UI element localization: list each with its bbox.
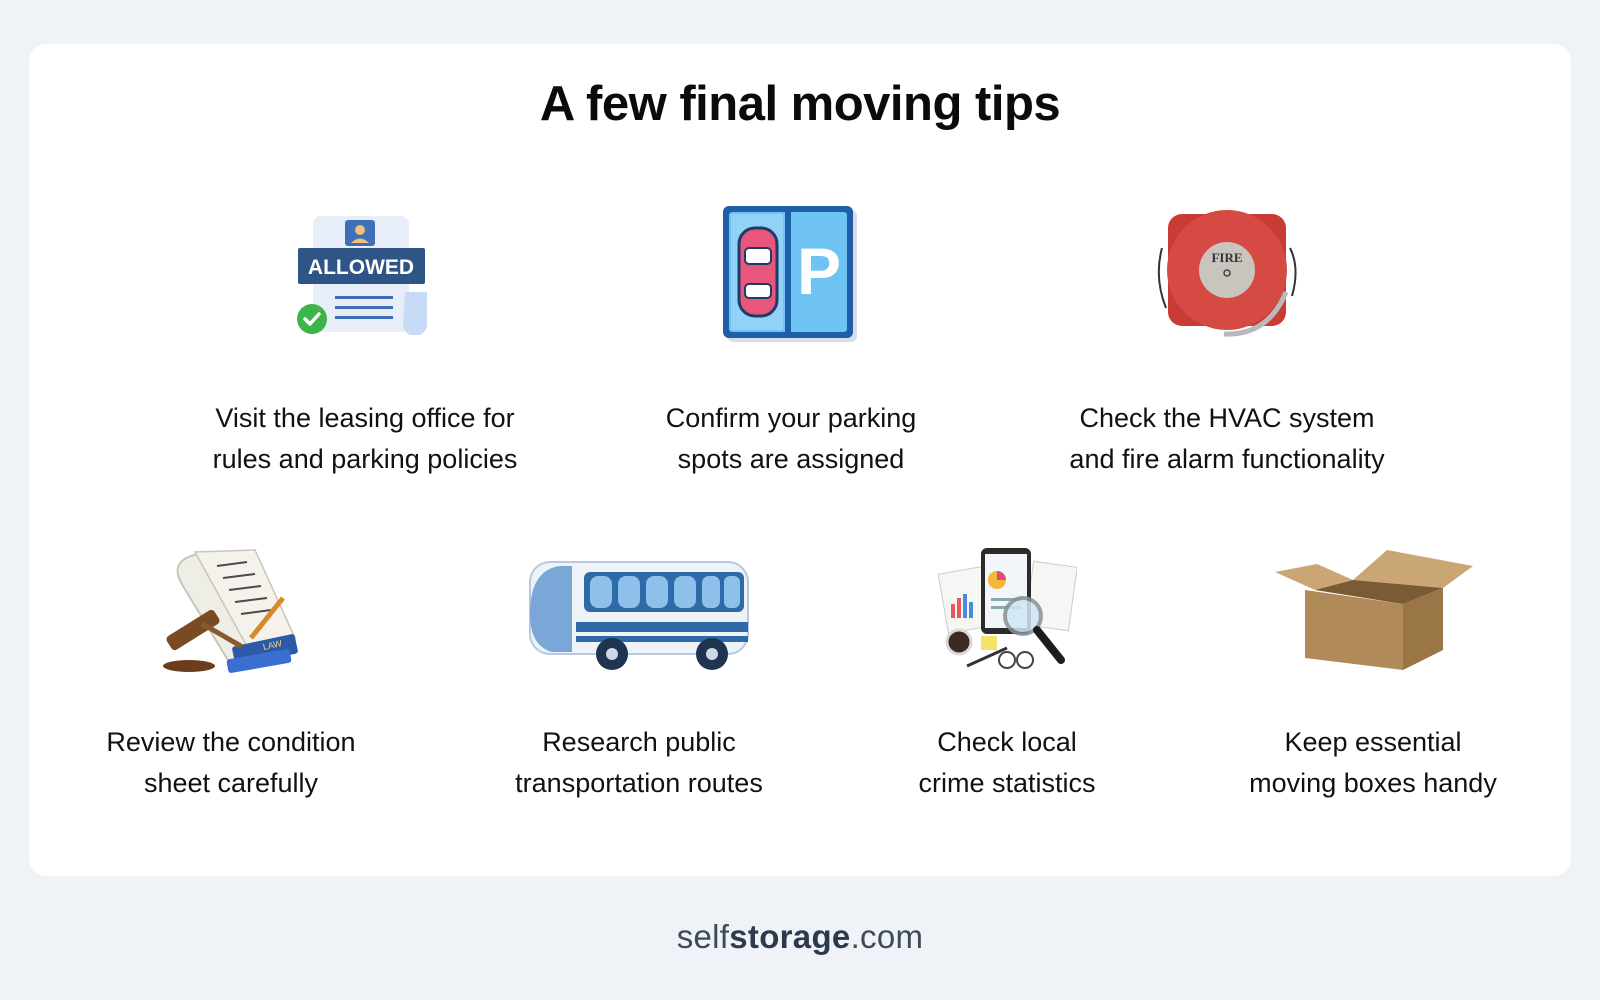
parking-sign-icon: P [721, 206, 861, 346]
tip-caption: Check local crime statistics [918, 727, 1096, 798]
tip-condition-sheet: LAW Review the condition sheet carefully [41, 549, 421, 822]
tip-caption: Research public transportation routes [515, 727, 763, 798]
logo-bold: storage [729, 918, 851, 955]
tip-hvac-fire-alarm: FIRE Check the HVAC system and fire alar… [1037, 210, 1417, 480]
allowed-label: ALLOWED [308, 256, 414, 279]
tip-public-transit: Research public transportation routes [449, 552, 829, 822]
parking-p-label: P [797, 234, 841, 308]
cardboard-box-icon [1271, 548, 1475, 672]
tips-card [29, 44, 1571, 876]
bus-icon [526, 554, 752, 674]
allowed-document-icon: ALLOWED [295, 210, 435, 336]
tip-caption: Review the condition sheet carefully [106, 727, 356, 798]
site-logo: selfstorage.com [0, 918, 1600, 956]
fire-label: FIRE [1211, 250, 1242, 265]
logo-suffix: .com [850, 918, 924, 955]
fire-alarm-icon: FIRE [1152, 208, 1302, 343]
logo-prefix: self [676, 918, 730, 955]
tip-caption: Visit the leasing office for rules and p… [212, 403, 518, 474]
tip-caption: Check the HVAC system and fire alarm fun… [1069, 403, 1385, 474]
tip-moving-boxes: Keep essential moving boxes handy [1183, 550, 1563, 822]
tip-parking-spots: P Confirm your parking spots are assigne… [601, 206, 981, 480]
page-title: A few final moving tips [539, 77, 1061, 131]
gavel-law-book-icon: LAW [161, 546, 301, 676]
tip-caption: Keep essential moving boxes handy [1249, 727, 1497, 798]
law-label: LAW [262, 638, 283, 652]
tip-leasing-office: ALLOWED Visit the leasing office for rul… [175, 210, 555, 480]
statistics-magnifier-icon [937, 544, 1078, 678]
tip-crime-statistics: Check local crime statistics [817, 548, 1197, 822]
tip-caption: Confirm your parking spots are assigned [665, 403, 917, 474]
